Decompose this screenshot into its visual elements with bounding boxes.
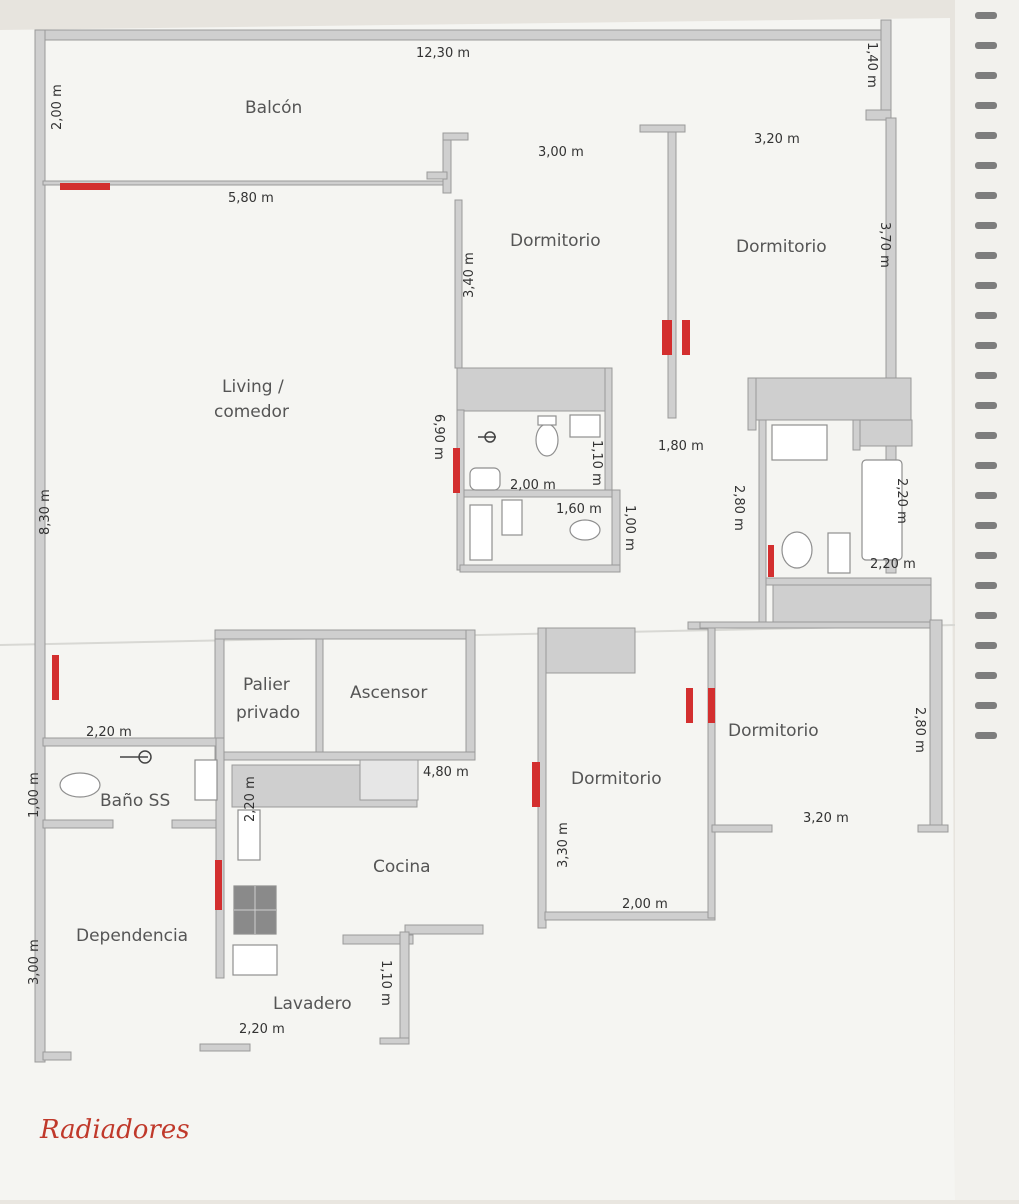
dim-label: 3,20 m <box>754 132 800 147</box>
dim-label: 3,20 m <box>803 811 849 826</box>
dim-label: 3,00 m <box>538 145 584 160</box>
faucets <box>120 431 496 764</box>
dim-label: 2,20 m <box>894 478 909 524</box>
radiator-marker <box>682 320 690 355</box>
room-label-privado: privado <box>236 703 300 723</box>
dim-label: 5,80 m <box>228 191 274 206</box>
dim-label: 1,80 m <box>658 439 704 454</box>
notebook-edge <box>955 0 1019 1200</box>
sink-icon <box>771 424 828 461</box>
room-label-lavadero: Lavadero <box>273 994 352 1014</box>
dim-label: 1,40 m <box>864 42 879 88</box>
dim-label: 2,00 m <box>50 84 65 130</box>
dim-label: 2,80 m <box>912 707 927 753</box>
dim-label: 2,80 m <box>731 485 746 531</box>
room-label-cocina: Cocina <box>373 857 431 877</box>
dim-label: 2,00 m <box>622 897 668 912</box>
dim-label: 1,10 m <box>589 440 604 486</box>
dim-label: 3,00 m <box>27 939 42 985</box>
dim-label: 1,00 m <box>622 505 637 551</box>
toilet-tank-icon <box>537 415 557 426</box>
dim-label: 12,30 m <box>416 46 470 61</box>
shower-icon <box>469 504 493 561</box>
stove-grid <box>234 886 276 934</box>
radiator-marker <box>686 688 693 723</box>
radiator-marker <box>768 545 774 577</box>
notebook-spiral <box>975 12 997 739</box>
dim-label: 3,70 m <box>877 222 892 268</box>
room-label-palier: Palier <box>243 675 290 695</box>
radiator-marker <box>60 183 110 190</box>
sink-icon <box>569 414 601 438</box>
washer-icon <box>232 944 278 976</box>
room-label-dormitorio-bottom-right: Dormitorio <box>728 721 819 741</box>
room-label-bano-ss: Baño SS <box>100 791 170 811</box>
radiator-marker <box>52 655 59 700</box>
room-label-balcon: Balcón <box>245 98 302 118</box>
room-label-dormitorio-top-right: Dormitorio <box>736 237 827 257</box>
dim-label: 3,30 m <box>556 822 571 868</box>
room-label-ascensor: Ascensor <box>350 683 427 703</box>
toilet-icon <box>569 519 601 541</box>
dim-label: 2,20 m <box>239 1022 285 1037</box>
dim-label: 3,40 m <box>462 252 477 298</box>
room-label-living: Living / <box>222 377 284 397</box>
fridge-icon <box>237 809 261 861</box>
dim-label: 2,20 m <box>870 557 916 572</box>
bidet-icon <box>827 532 851 574</box>
dim-label: 1,60 m <box>556 502 602 517</box>
sink-icon <box>194 759 218 801</box>
room-label-dependencia: Dependencia <box>76 926 188 946</box>
radiator-marker <box>453 448 460 493</box>
handwritten-note: Radiadores <box>39 1115 190 1145</box>
room-label-dormitorio-top-left: Dormitorio <box>510 231 601 251</box>
room-label-comedor: comedor <box>214 402 289 422</box>
radiator-marker <box>708 688 715 723</box>
dim-label: 6,90 m <box>431 414 446 460</box>
radiator-marker <box>532 762 540 807</box>
bathtub-icon <box>861 459 903 561</box>
cabinet-icon <box>501 499 523 536</box>
walls <box>34 19 949 1063</box>
dim-label: 2,00 m <box>510 478 556 493</box>
dim-label: 1,00 m <box>27 772 42 818</box>
radiator-marker <box>215 860 222 910</box>
radiator-marker <box>662 320 672 355</box>
dim-label: 2,20 m <box>86 725 132 740</box>
sink-icon <box>469 467 501 491</box>
toilet-icon <box>781 531 813 569</box>
dim-label: 2,20 m <box>243 776 258 822</box>
dim-label: 8,30 m <box>38 489 53 535</box>
room-label-dormitorio-bottom-mid: Dormitorio <box>571 769 662 789</box>
toilet-icon <box>59 772 101 798</box>
radiators <box>52 183 774 910</box>
dim-label: 4,80 m <box>423 765 469 780</box>
toilet-icon <box>535 423 559 457</box>
dim-label: 1,10 m <box>378 960 393 1006</box>
